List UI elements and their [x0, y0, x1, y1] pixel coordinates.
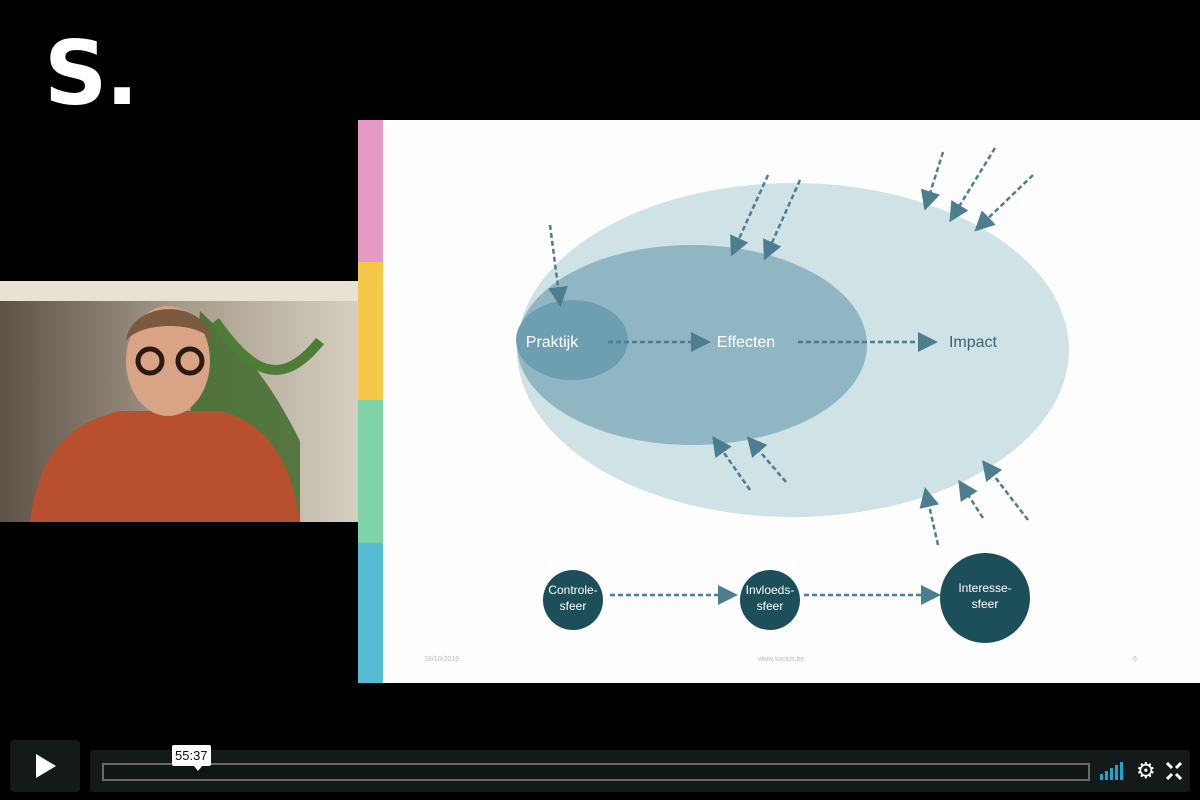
node-effecten: Effecten	[717, 334, 775, 351]
footer-page: 6	[1133, 656, 1137, 663]
arrows	[548, 147, 1034, 605]
progress-bar[interactable]	[102, 763, 1090, 781]
settings-icon[interactable]: ⚙	[1136, 758, 1156, 783]
sphere-invloed	[740, 570, 800, 630]
praktijk-ellipse	[516, 300, 628, 380]
timestamp-tooltip: 55:37	[172, 745, 211, 771]
play-button[interactable]	[10, 740, 80, 792]
sphere-label: Controle-	[548, 583, 597, 597]
presentation-slide: Praktijk Effecten Impact Controle- sfeer…	[358, 120, 1200, 683]
sphere-label: Interesse-	[958, 581, 1011, 595]
sphere-label: sfeer	[757, 599, 784, 613]
sphere-label: Invloeds-	[746, 583, 795, 597]
sphere-label: sfeer	[972, 597, 999, 611]
fullscreen-icon[interactable]	[1166, 762, 1182, 780]
footer-date: 18/10/2019	[424, 656, 459, 663]
footer-url: www.socius.be	[757, 656, 804, 663]
stripe-blue	[358, 543, 383, 683]
webcam-video	[0, 281, 358, 522]
node-impact: Impact	[949, 334, 998, 351]
stripe-yellow	[358, 262, 383, 400]
control-bar: 55:37 ⚙	[90, 745, 1190, 792]
logo: S.	[44, 22, 139, 125]
sphere-interesse	[940, 553, 1030, 643]
node-praktijk: Praktijk	[526, 334, 579, 351]
volume-icon[interactable]	[1100, 762, 1126, 780]
presenter-image	[0, 281, 358, 522]
video-controls: 55:37 ⚙	[0, 740, 1200, 796]
stripe-pink	[358, 120, 383, 262]
stripe-green	[358, 400, 383, 543]
sphere-controle	[543, 570, 603, 630]
sphere-label: sfeer	[560, 599, 587, 613]
